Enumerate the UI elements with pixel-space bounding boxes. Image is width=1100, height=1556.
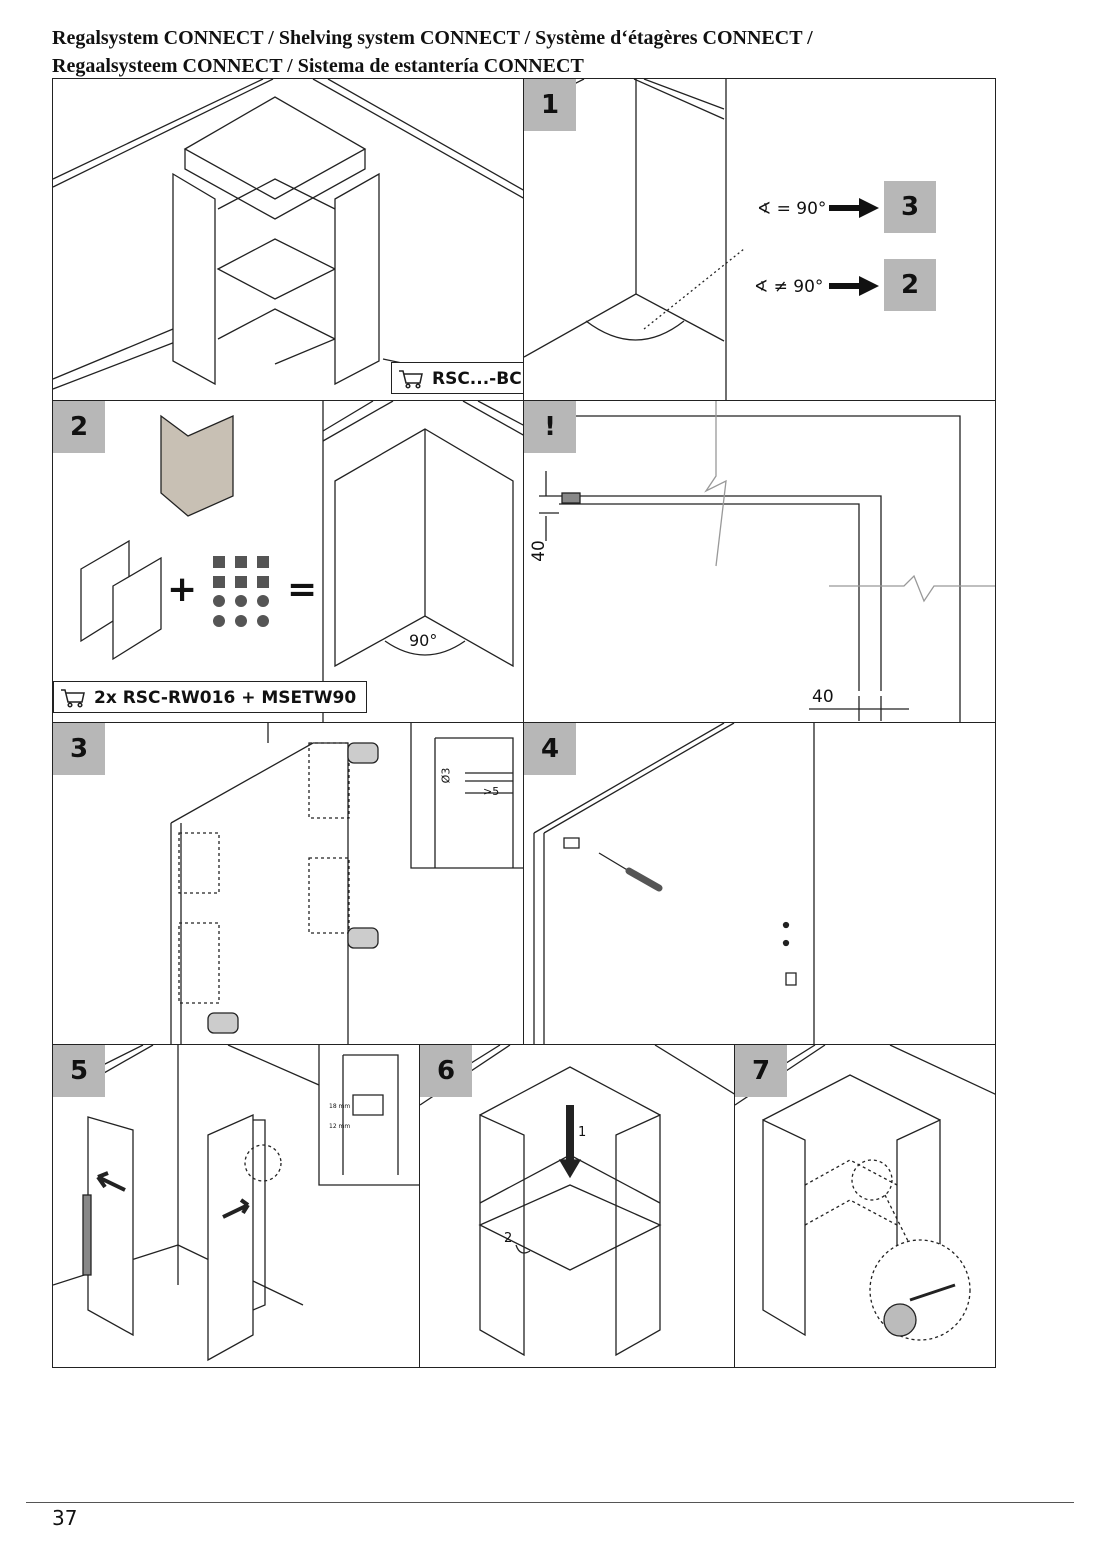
step-2-panel: + = 90° 2x RSC-RW016 + MSETW90 (52, 400, 524, 723)
arrow-right-icon (829, 198, 879, 218)
article-tag: 2x RSC-RW016 + MSETW90 (53, 681, 368, 713)
step-target-2: 2 (884, 259, 936, 311)
motion-label-2: 2 (504, 1231, 513, 1246)
footer-divider (26, 1502, 1074, 1503)
arrow-right-icon (829, 276, 879, 296)
article-tag: RSC...-BC (391, 362, 523, 394)
step-5-badge: 5 (53, 1045, 105, 1097)
parts-illustration (80, 401, 523, 722)
step-4-badge: 4 (524, 723, 576, 775)
angle-label: 90° (409, 631, 438, 650)
shelf-fixing-illustration (735, 1045, 995, 1341)
title-line-1: Regalsystem CONNECT / Shelving system CO… (52, 27, 813, 49)
corner-angle-illustration (524, 79, 745, 400)
step-7-panel (734, 1044, 996, 1368)
step-target-3: 3 (884, 181, 936, 233)
motion-label-1: 1 (578, 1125, 587, 1140)
detail-depth: >5 (483, 785, 500, 798)
screwdriver-icon (625, 867, 663, 892)
step-3-panel: Ø3 >5 (52, 722, 524, 1045)
article-tag-label: RSC...-BC (432, 369, 522, 389)
cart-icon (399, 370, 423, 389)
overview-panel: RSC...-BC (52, 78, 524, 401)
step-1-badge: 1 (524, 79, 576, 131)
condition-equal: ∢ = 90° (757, 199, 827, 219)
step-7-badge: 7 (735, 1045, 787, 1097)
hanging-sides-illustration (53, 1045, 419, 1362)
drill-icon (207, 742, 379, 1034)
detail-diameter: Ø3 (439, 767, 453, 784)
note-panel: 40 40 (523, 400, 996, 723)
step-6-badge: 6 (420, 1045, 472, 1097)
dimension-vertical: 40 (528, 540, 549, 562)
article-tag-label: 2x RSC-RW016 + MSETW90 (94, 688, 357, 708)
title-line-2: Regaalsysteem CONNECT / Sistema de estan… (52, 55, 584, 77)
detail-dim-2: 12 mm (329, 1123, 351, 1130)
cart-icon (61, 689, 85, 708)
dimension-horizontal: 40 (812, 687, 834, 707)
condition-not-equal: ∢ ≠ 90° (754, 277, 824, 297)
corner-shelf-illustration (53, 79, 523, 390)
spacing-diagram (539, 401, 995, 722)
screw-bracket-illustration (533, 723, 815, 1044)
equals-sign: = (287, 569, 318, 610)
step-1-panel: ∢ = 90° 3 ∢ ≠ 90° 2 (523, 78, 996, 401)
detail-dim-1: 18 mm (329, 1103, 351, 1110)
page-number: 37 (52, 1506, 78, 1530)
step-2-badge: 2 (53, 401, 105, 453)
step-4-panel (523, 722, 996, 1045)
plus-sign: + (167, 569, 198, 610)
page-title: Regalsystem CONNECT / Shelving system CO… (52, 24, 1052, 80)
step-3-badge: 3 (53, 723, 105, 775)
note-badge: ! (524, 401, 576, 453)
step-6-panel: 1 2 (419, 1044, 735, 1368)
step-5-panel: 18 mm 12 mm (52, 1044, 420, 1368)
drilling-illustration (170, 723, 523, 1044)
